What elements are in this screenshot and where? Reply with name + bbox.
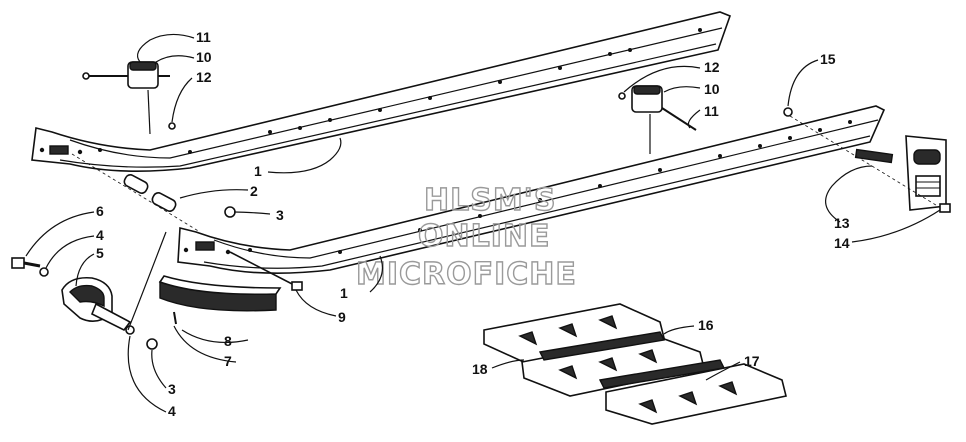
bolt-9 — [229, 251, 303, 291]
callout-13: 13 — [834, 215, 850, 231]
callout-3: 3 — [276, 207, 284, 223]
callout-17: 17 — [744, 353, 760, 369]
rail-slot — [49, 145, 69, 155]
callout-leaders — [25, 33, 941, 413]
callout-15: 15 — [820, 51, 836, 67]
callout-2: 2 — [250, 183, 258, 199]
callout-10: 10 — [704, 81, 720, 97]
callout-18: 18 — [472, 361, 488, 377]
track-section — [483, 303, 787, 425]
rail-end-plate — [783, 107, 951, 213]
washer-icon — [39, 267, 49, 277]
callout-5: 5 — [96, 245, 104, 261]
callout-6: 6 — [96, 203, 104, 219]
callout-16: 16 — [698, 317, 714, 333]
slide-rail-upper — [31, 11, 732, 172]
nut-icon — [224, 206, 236, 218]
watermark-line-1: HLSM'S — [424, 183, 556, 218]
block-bracket-right — [618, 85, 697, 154]
rail-slot — [195, 241, 215, 251]
watermark-line-2: ONLINE — [418, 219, 551, 254]
callout-11: 11 — [196, 29, 211, 45]
callout-3: 3 — [168, 381, 176, 397]
callout-12: 12 — [704, 59, 720, 75]
watermark-line-3: MICROFICHE — [356, 257, 577, 292]
callout-8: 8 — [224, 333, 232, 349]
rail-end-cap — [61, 276, 132, 332]
callout-9: 9 — [338, 309, 346, 325]
nut-icon — [146, 338, 158, 350]
callout-7: 7 — [224, 353, 232, 369]
callout-numbers: 11 10 12 1 2 3 6 4 5 1 9 8 7 3 4 12 10 1… — [96, 29, 850, 419]
callout-1: 1 — [254, 163, 262, 179]
callout-4: 4 — [96, 227, 104, 243]
washer-icon — [125, 325, 135, 335]
block-bracket-left — [82, 61, 176, 135]
callout-14: 14 — [834, 235, 850, 251]
callout-12: 12 — [196, 69, 212, 85]
callout-1: 1 — [340, 285, 348, 301]
callout-11: 11 — [704, 103, 719, 119]
wear-strip — [158, 275, 282, 325]
spacer-tubes — [71, 153, 201, 233]
bolt-6 — [11, 257, 41, 269]
slide-rail-lower — [177, 105, 886, 274]
callout-4: 4 — [168, 403, 176, 419]
callout-10: 10 — [196, 49, 212, 65]
